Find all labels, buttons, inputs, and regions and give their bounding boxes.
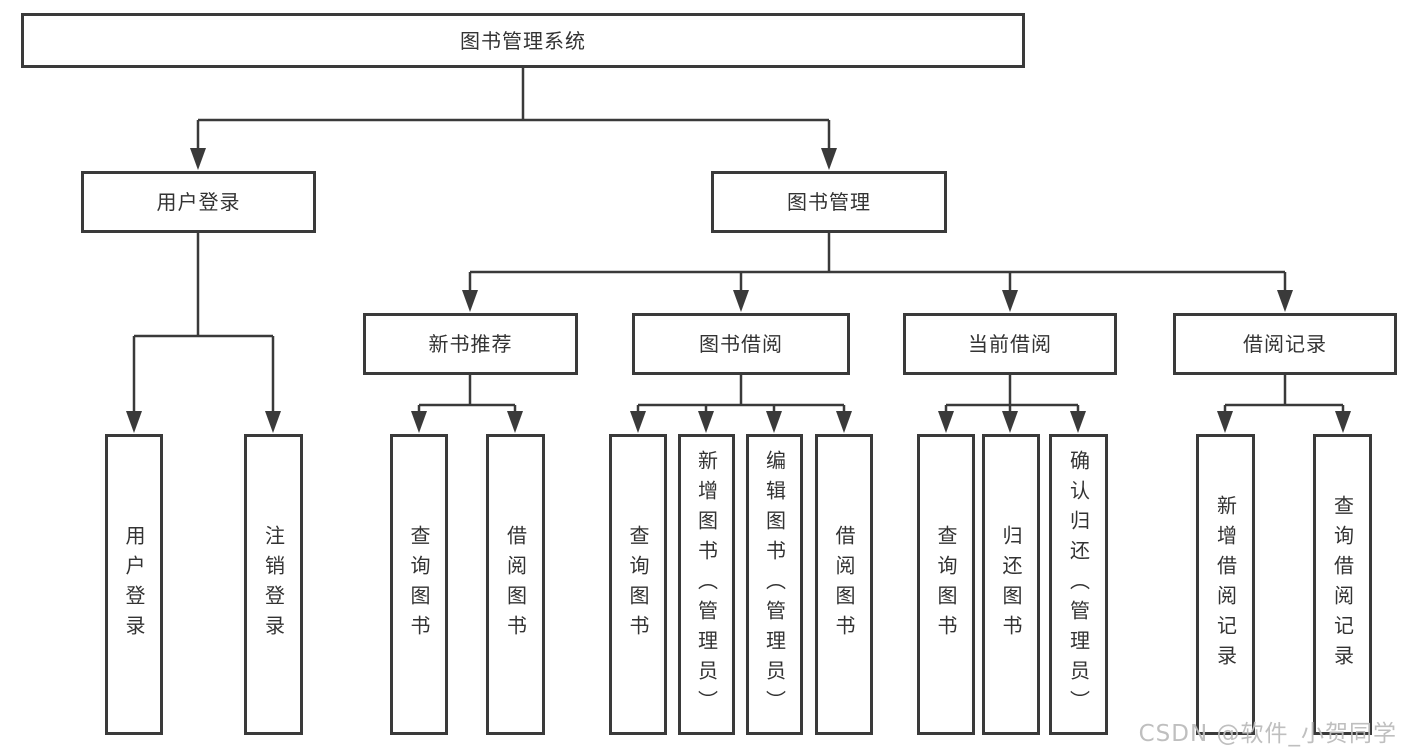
- leaf-user-login: 用户登录: [105, 434, 163, 735]
- leaf-borrow-books-1: 借阅图书: [486, 434, 545, 735]
- node-user-login-branch: 用户登录: [81, 171, 316, 233]
- leaf-logout: 注销登录: [244, 434, 303, 735]
- leaf-return-books: 归还图书: [982, 434, 1040, 735]
- node-borrowing-records: 借阅记录: [1173, 313, 1397, 375]
- leaf-add-book-admin: 新增图书（管理员）: [678, 434, 735, 735]
- csdn-watermark: CSDN @软件_小贺同学: [1138, 721, 1397, 747]
- leaf-query-borrow-record: 查询借阅记录: [1313, 434, 1372, 735]
- node-book-management-branch: 图书管理: [711, 171, 947, 233]
- node-new-book-recommendation: 新书推荐: [363, 313, 578, 375]
- node-current-borrowing: 当前借阅: [903, 313, 1117, 375]
- leaf-edit-book-admin: 编辑图书（管理员）: [746, 434, 803, 735]
- node-book-borrowing: 图书借阅: [632, 313, 850, 375]
- leaf-query-books-2: 查询图书: [609, 434, 667, 735]
- node-library-system: 图书管理系统: [21, 13, 1025, 68]
- leaf-add-borrow-record: 新增借阅记录: [1196, 434, 1255, 735]
- leaf-confirm-return-admin: 确认归还（管理员）: [1049, 434, 1108, 735]
- leaf-query-books-3: 查询图书: [917, 434, 975, 735]
- leaf-query-books-1: 查询图书: [390, 434, 448, 735]
- arrowheads: [126, 148, 1351, 433]
- leaf-borrow-books-2: 借阅图书: [815, 434, 873, 735]
